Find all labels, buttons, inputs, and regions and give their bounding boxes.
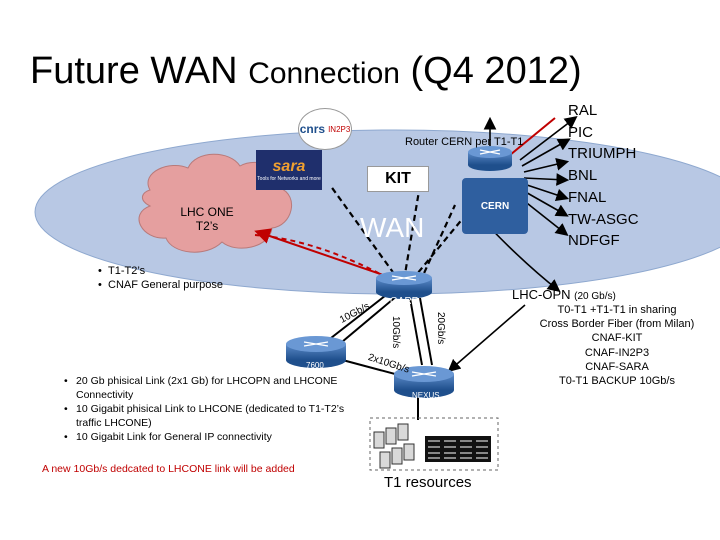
router-7600 xyxy=(286,336,346,368)
cnrs-logo: cnrs IN2P3 xyxy=(298,108,352,150)
router-garr xyxy=(376,271,432,299)
red-note: A new 10Gb/s dedcated to LHCONE link wil… xyxy=(42,463,295,475)
red-arrow-lhcone xyxy=(254,228,393,279)
lhcone-cloud xyxy=(138,153,292,253)
title-main: Future WAN xyxy=(30,50,249,92)
arrow-to-triumph xyxy=(523,157,570,173)
bullet-10gb-general: 10 Gigabit Link for General IP connectiv… xyxy=(60,430,350,444)
bullet-10gb-lhcone: 10 Gigabit phisical Link to LHCONE (dedi… xyxy=(60,402,350,430)
dest-fnal: FNAL xyxy=(568,188,607,206)
link-garr-nexus xyxy=(409,297,423,366)
router-nexus xyxy=(394,366,454,398)
sara-logo: sara Tools for Networks and more xyxy=(256,150,322,190)
router-garr-label: GARR xyxy=(390,296,419,307)
red-arrow-router-top xyxy=(509,117,556,156)
arrow-to-ral xyxy=(519,116,578,161)
lhcone-cloud-label: LHC ONE T2’s xyxy=(172,205,242,233)
dest-twasgc: TW-ASGC xyxy=(568,210,639,228)
lhcopn-label: LHC-OPN (20 Gb/s) xyxy=(512,287,616,302)
link-garr-kit xyxy=(402,184,422,281)
arrow-to-bnl xyxy=(523,173,570,186)
t1-resources-label: T1 resources xyxy=(384,474,472,491)
router-nexus-label: NEXUS xyxy=(412,391,440,400)
router-7600-label: 7600 xyxy=(306,361,324,370)
storage-cluster xyxy=(373,423,415,469)
arrow-lhcopn-nexus xyxy=(447,304,526,373)
arrow-to-fnal xyxy=(523,183,570,202)
dest-pic: PIC xyxy=(568,123,594,141)
server-racks xyxy=(425,436,491,462)
note-line-3: CNAF-KIT xyxy=(591,332,643,345)
router-cern-t1 xyxy=(468,146,512,171)
dest-triumph: TRIUMPH xyxy=(568,145,637,163)
wan-bullets: T1-T2’s CNAF General purpose xyxy=(98,264,223,292)
link-garr-cern xyxy=(411,199,479,281)
lhcopn-name: LHC-OPN xyxy=(512,287,571,302)
link-bullets: 20 Gb phisical Link (2x1 Gb) for LHCOPN … xyxy=(60,374,350,444)
lhcone-line2: T2’s xyxy=(195,219,219,233)
title-tail: (Q4 2012) xyxy=(399,50,582,92)
wan-bullet-cnaf: CNAF General purpose xyxy=(98,278,223,292)
link-label-10gb-b: 10Gb/s xyxy=(390,316,401,349)
note-line-4: CNAF-IN2P3 xyxy=(584,346,650,359)
kit-logo: KIT xyxy=(367,166,429,192)
router-cern-label: Router CERN per T1-T1 xyxy=(405,136,524,148)
dest-ndfgf: NDFGF xyxy=(568,232,620,250)
note-line-5: CNAF-SARA xyxy=(585,360,649,373)
note-line-1: T0-T1 +T1-T1 in sharing xyxy=(557,304,677,316)
arrow-to-twasgc xyxy=(521,189,569,217)
note-line-2: Cross Border Fiber (from Milan) xyxy=(539,318,695,331)
lhcone-line1: LHC ONE xyxy=(180,205,234,219)
title-connection: Connection xyxy=(248,57,400,90)
link-garr-in2p3 xyxy=(418,204,457,283)
arrow-to-pic xyxy=(521,138,571,167)
note-line-6: T0-T1 BACKUP 10Gb/s xyxy=(559,375,675,388)
page-title: Future WAN Connection (Q4 2012) xyxy=(30,50,582,93)
wan-label: WAN xyxy=(360,212,425,243)
link-garr-nexus-b xyxy=(419,297,433,366)
bullet-20gb: 20 Gb phisical Link (2x1 Gb) for LHCOPN … xyxy=(60,374,350,402)
link-garr-7600 xyxy=(321,291,391,346)
t1-destination-list: RAL PIC TRIUMPH BNL FNAL TW-ASGC NDFGF xyxy=(568,100,639,252)
lhcopn-note: T0-T1 +T1-T1 in sharing Cross Border Fib… xyxy=(527,303,707,388)
red-dashed-lhcone xyxy=(254,234,396,283)
lhcopn-speed: (20 Gb/s) xyxy=(574,291,616,302)
cern-logo: CERN xyxy=(462,178,528,234)
link-label-20gb: 20Gb/s xyxy=(435,312,446,345)
dest-ral: RAL xyxy=(568,102,598,119)
dest-bnl: BNL xyxy=(568,167,598,185)
wan-bullet-t1t2: T1-T2’s xyxy=(98,264,223,278)
